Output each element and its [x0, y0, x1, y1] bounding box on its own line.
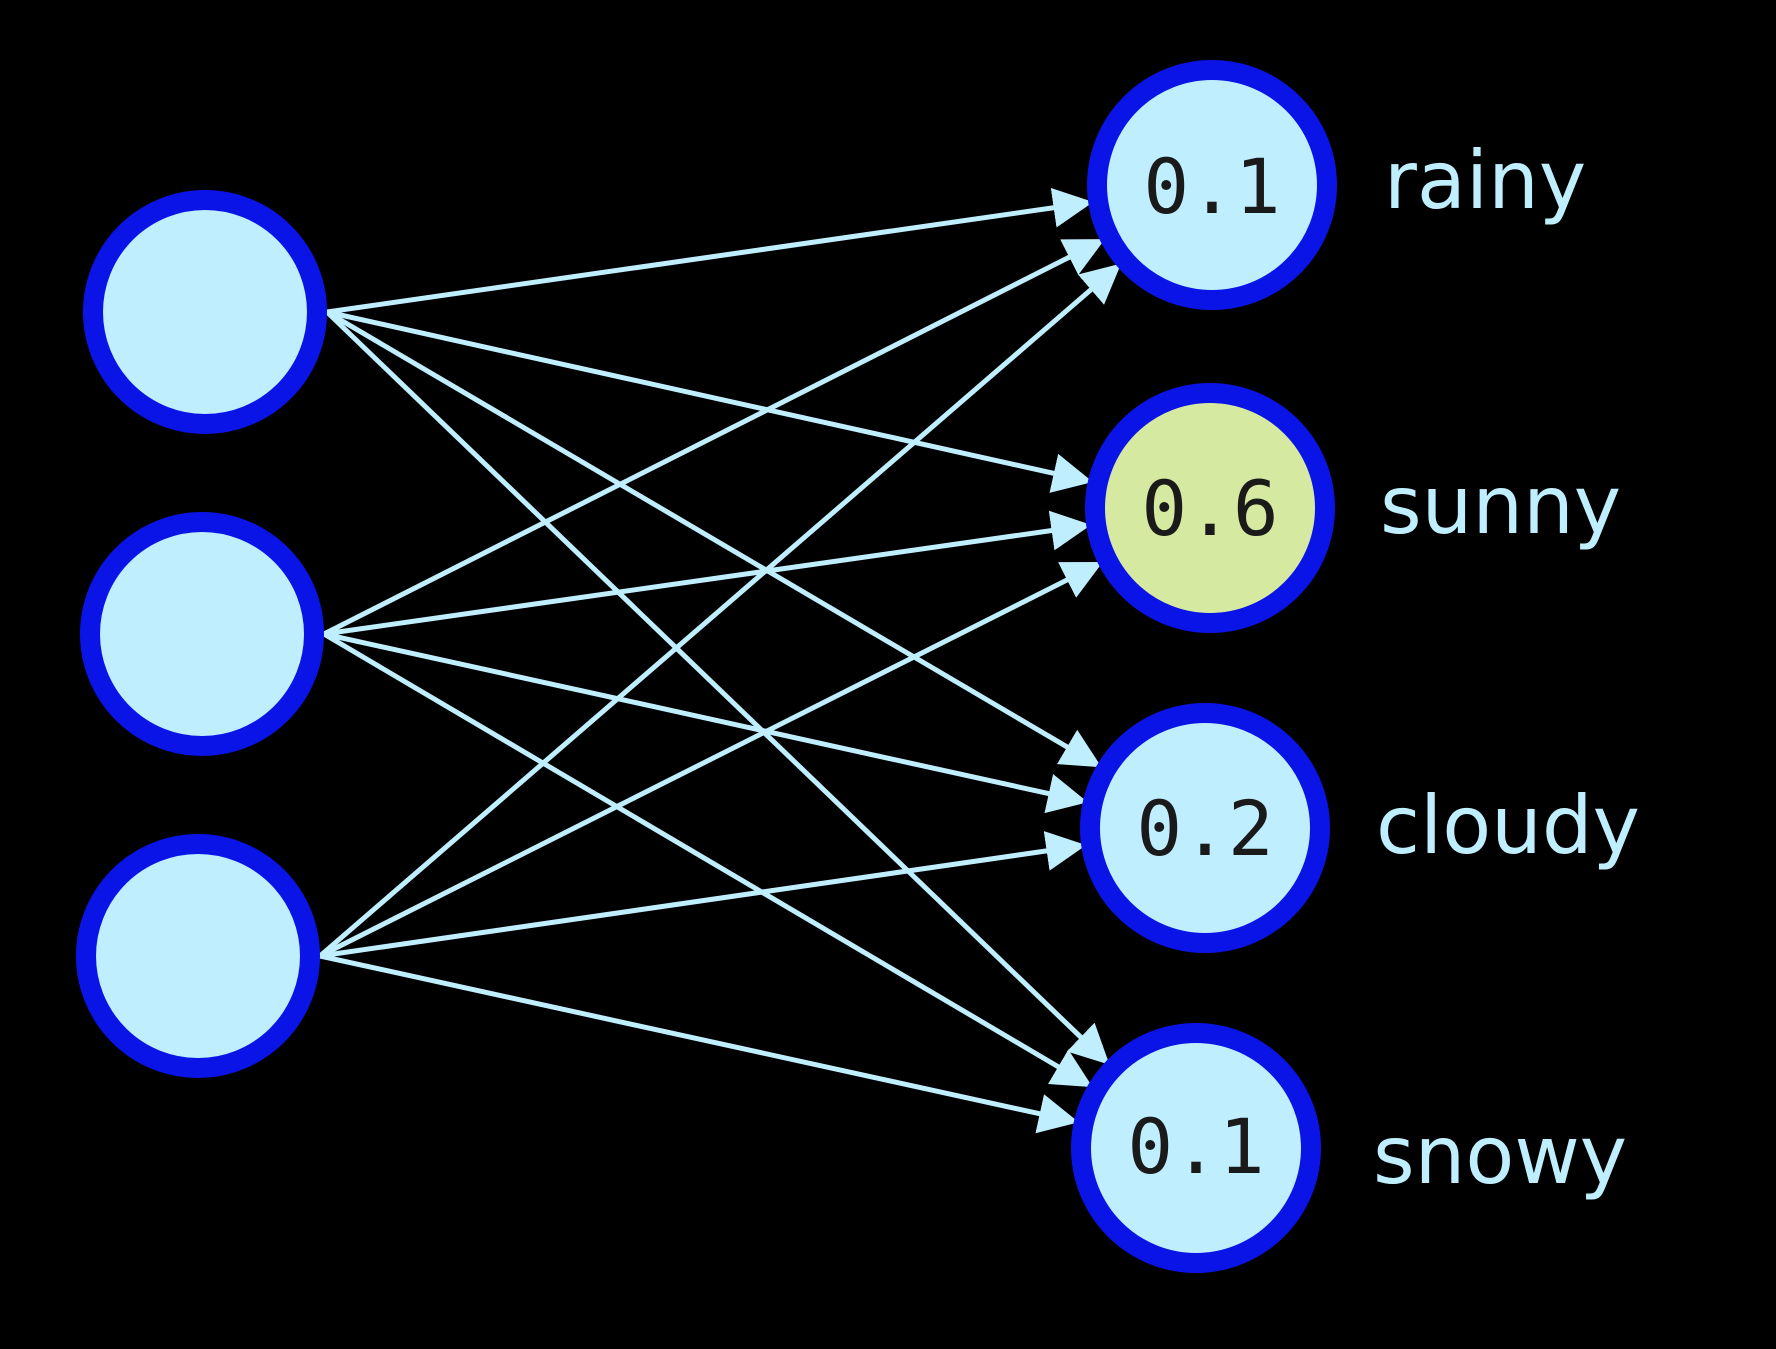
connection-edge — [321, 510, 1092, 637]
connection-edge — [324, 309, 1093, 493]
output-node-sunny: 0.6 sunny — [1085, 383, 1621, 633]
connection-edge — [324, 309, 1110, 1065]
connection-edge — [324, 309, 1102, 768]
connection-edge — [324, 187, 1094, 315]
input-node — [76, 834, 320, 1078]
connection-edge — [321, 631, 1093, 1088]
output-layer: 0.1 rainy 0.6 sunny 0.2 cloudy 0.1 snowy — [1071, 60, 1640, 1273]
output-label: snowy — [1373, 1109, 1627, 1202]
output-node-rainy: 0.1 rainy — [1087, 60, 1586, 310]
output-node-snowy: 0.1 snowy — [1071, 1023, 1627, 1273]
output-node-circle — [1071, 1023, 1321, 1273]
output-label: rainy — [1384, 134, 1586, 227]
output-value: 0.2 — [1136, 784, 1273, 873]
connection-edge — [317, 953, 1079, 1134]
output-value: 0.6 — [1141, 464, 1278, 553]
connection-edge — [321, 631, 1088, 814]
output-value: 0.1 — [1143, 142, 1280, 231]
connection-edge — [317, 263, 1122, 959]
output-label: cloudy — [1376, 779, 1640, 872]
connection-edges — [317, 187, 1122, 1134]
input-node — [80, 512, 324, 756]
output-label: sunny — [1380, 459, 1621, 552]
output-node-cloudy: 0.2 cloudy — [1080, 703, 1640, 953]
connection-edge — [317, 831, 1087, 959]
output-node-circle — [1087, 60, 1337, 310]
input-node — [83, 190, 327, 434]
output-node-circle — [1080, 703, 1330, 953]
connection-edge — [317, 561, 1103, 959]
connection-edge — [321, 238, 1105, 637]
output-node-circle — [1085, 383, 1335, 633]
output-value: 0.1 — [1127, 1102, 1264, 1191]
input-layer — [76, 190, 327, 1078]
